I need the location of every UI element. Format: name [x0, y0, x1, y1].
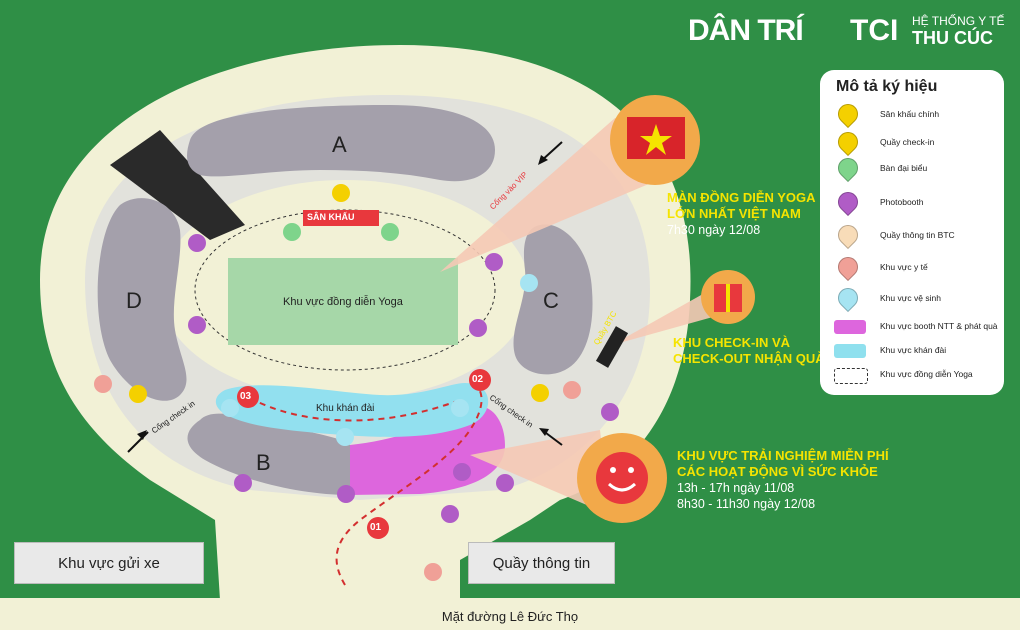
legend-item: Bàn đại biểu — [830, 153, 1000, 183]
zone-d-label: D — [126, 288, 142, 313]
section-d — [97, 198, 187, 401]
info-label: Quầy thông tin — [492, 554, 591, 572]
legend-item-label: Khu vực vệ sinh — [880, 293, 941, 303]
exp-beam — [470, 430, 610, 515]
route-point-03 — [237, 386, 259, 408]
legend-item: Khu vực đồng diễn Yoga — [830, 364, 1000, 386]
yoga-swatch — [834, 368, 868, 384]
brand-tci: TCI — [850, 14, 899, 47]
gift-callout-title-2: CHECK-OUT NHẬN QUÀ — [673, 351, 825, 366]
legend-item-label: Khu vực khán đài — [880, 345, 947, 355]
legend-item-label: Khu vực y tế — [880, 262, 928, 272]
stage-icon — [833, 99, 863, 129]
legend-item: Khu vực vệ sinh — [830, 283, 1000, 313]
legend-item-label: Khu vực booth NTT & phát quà — [880, 321, 998, 331]
gift-callout-title-1: KHU CHECK-IN VÀ — [673, 335, 790, 350]
road-label: Mặt đường Lê Đức Thọ — [441, 609, 579, 624]
parking-area: Khu vực gửi xe — [14, 542, 204, 584]
legend-item: Quầy check-in — [830, 127, 1000, 157]
route-point-02 — [469, 369, 491, 391]
info-icon — [833, 220, 863, 250]
flag-star — [640, 124, 672, 155]
medical-pins — [94, 375, 581, 581]
legend-item: Photobooth — [830, 187, 1000, 217]
legend-item-label: Khu vực đồng diễn Yoga — [880, 369, 973, 379]
smile-icon — [596, 452, 648, 504]
zone-c-label: C — [543, 288, 559, 313]
gift-beam — [612, 290, 720, 345]
booth-swatch — [834, 320, 866, 334]
legend-item-label: Sân khấu chính — [880, 109, 940, 119]
legend-item: Sân khấu chính — [830, 99, 1000, 129]
people-icon — [833, 153, 863, 183]
legend-item-label: Quầy check-in — [880, 137, 935, 147]
stage-label: SÂN KHẤU — [307, 212, 355, 222]
toilet-pins — [221, 274, 538, 446]
photobooth-pins — [188, 234, 619, 523]
info-desk: Quầy thông tin — [468, 542, 615, 584]
route-line — [335, 379, 483, 586]
camera-icon — [833, 187, 863, 217]
yoga-callout-title-1: MÀN ĐỒNG DIỄN YOGA — [667, 190, 816, 205]
legend-item: Khu vực y tế — [830, 252, 1000, 282]
brand-system-line2: THU CÚC — [912, 28, 993, 48]
people-pins — [283, 223, 399, 241]
yoga-beam — [440, 118, 670, 272]
medical-icon — [833, 252, 863, 282]
yoga-label: Khu vực đồng diễn Yoga — [283, 296, 403, 308]
zone-a-label: A — [332, 132, 347, 157]
section-b — [187, 413, 350, 495]
section-a — [187, 105, 495, 182]
check-icon — [833, 127, 863, 157]
stage-pin — [332, 184, 350, 202]
brand-system-line1: HỆ THỐNG Y TẾ — [912, 14, 1005, 28]
legend-item: Khu vực khán đài — [830, 340, 1000, 362]
yoga-callout-title-2: LỚN NHẤT VIỆT NAM — [667, 206, 801, 221]
route-label-02: 02 — [472, 374, 484, 385]
zone-b-label: B — [256, 450, 271, 475]
route-label-01: 01 — [370, 522, 382, 533]
btc-booth — [595, 326, 629, 368]
legend-title: Mô tả ký hiệu — [836, 78, 938, 95]
yoga-field — [228, 258, 458, 345]
legend-item-label: Quầy thông tin BTC — [880, 230, 955, 240]
section-c — [513, 224, 593, 375]
yoga-callout-time: 7h30 ngày 12/08 — [667, 223, 761, 237]
legend-item: Quầy thông tin BTC — [830, 220, 1000, 250]
toilet-icon — [833, 283, 863, 313]
stands-label: Khu khán đài — [316, 403, 375, 414]
brand-dantri: DÂN TRÍ — [688, 14, 804, 47]
walkway — [110, 130, 245, 240]
exp-callout-title-1: KHU VỰC TRẢI NGHIỆM MIỄN PHÍ — [677, 448, 889, 463]
checkin-pins — [129, 384, 549, 403]
parking-label: Khu vực gửi xe — [58, 554, 160, 572]
legend-item-label: Bàn đại biểu — [880, 163, 928, 173]
exp-callout-time-2: 8h30 - 11h30 ngày 12/08 — [677, 497, 816, 511]
legend-item: Khu vực booth NTT & phát quà — [830, 316, 1000, 338]
stands-area — [215, 383, 489, 437]
road-strip — [0, 598, 1020, 630]
route-point-01 — [367, 517, 389, 539]
exp-callout-title-2: CÁC HOẠT ĐỘNG VÌ SỨC KHỎE — [677, 464, 878, 479]
legend-item-label: Photobooth — [880, 197, 924, 207]
exp-callout-time-1: 13h - 17h ngày 11/08 — [677, 481, 795, 495]
stands-swatch — [834, 344, 866, 358]
route-label-03: 03 — [240, 391, 252, 402]
stage-banner — [303, 210, 379, 226]
